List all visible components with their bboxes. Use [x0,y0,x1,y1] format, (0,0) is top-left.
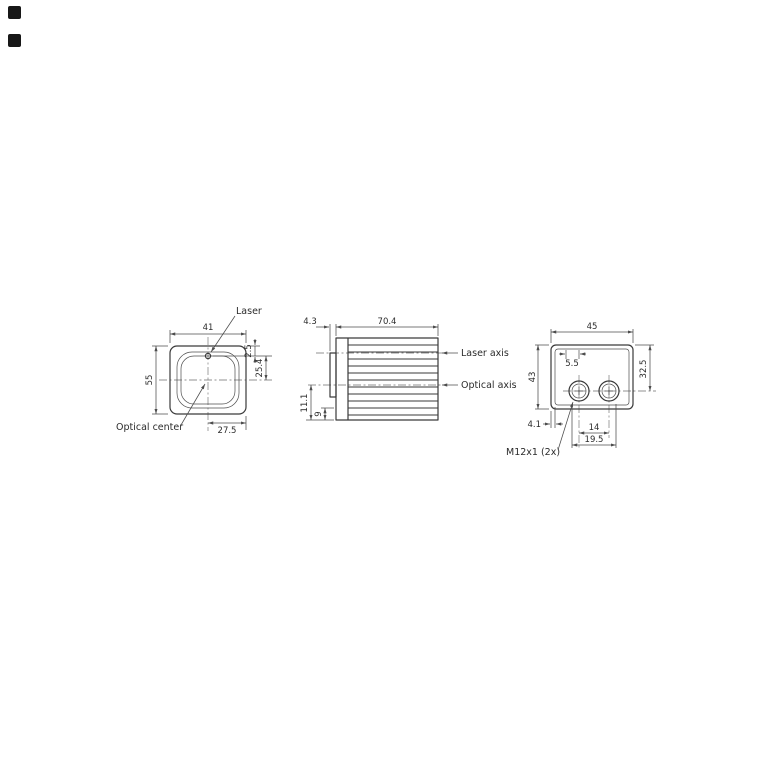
optical-axis-callout: Optical axis [442,380,517,391]
connector-inner-circle [571,383,587,399]
back-view: 5.5 45 43 32.5 4.1 14 [506,322,656,458]
optical-center-leader-line [180,383,206,426]
side-protrusion-dimension: 4.3 [303,317,331,351]
optical-center-callout: Optical center [116,383,206,433]
laser-axis-label: Laser axis [461,348,509,359]
decoration-square-1 [8,6,21,19]
side-view: 70.4 4.3 Laser axis Optical axis 11.1 9 [300,317,517,421]
back-connector-axis-dimension: 32.5 [635,344,654,391]
m12-connector-callout: M12x1 (2x) [506,401,574,458]
back-connector-span-dim-text: 19.5 [585,435,604,445]
optical-center-label: Optical center [116,422,183,433]
side-window-protrusion [329,352,337,398]
side-optical-axis-height-dimension: 11.1 [300,385,334,421]
laser-label: Laser [236,306,262,317]
front-view: 41 Laser 2.5 25.4 55 27.5 Op [116,306,272,436]
front-height-dim-text: 55 [145,375,155,386]
side-length-dimension: 70.4 [335,317,439,336]
back-connector-span-dimension: 19.5 [571,404,617,448]
connector-pin-cross [605,387,613,395]
back-width-dim-text: 45 [587,322,598,332]
side-length-dim-text: 70.4 [378,317,397,327]
laser-axis-callout: Laser axis [442,348,509,359]
m12-leader-line [557,401,574,451]
laser-callout: Laser [210,306,262,353]
laser-aperture [204,352,212,360]
decoration-square-2 [8,34,21,47]
optical-axis-label: Optical axis [461,380,517,391]
extension-lines [571,404,617,448]
front-window-inner-outline [180,355,236,405]
front-optical-center-dim-text: 27.5 [218,426,237,436]
back-connector-spacing-dim-text: 14 [589,423,600,433]
front-optical-center-dimension: 27.5 [208,416,247,436]
back-slot-dim-text: 5.5 [565,359,579,369]
back-edge-offset-dimension: 4.1 [527,407,563,430]
front-optical-offset-dimension: 25.4 [255,356,268,380]
corner-decoration [8,6,21,47]
slot-edge-lines [565,350,580,359]
side-bottom-step-dim-text: 9 [314,411,324,416]
connector-pin-cross [575,387,583,395]
front-body-outline [169,345,247,415]
back-height-dim-text: 43 [528,372,538,383]
back-body-outline [550,344,634,410]
m12-connector-2 [598,380,620,402]
extension-lines [169,330,247,343]
m12-connector-label: M12x1 (2x) [506,447,560,458]
connector-outer-circle [568,380,590,402]
cooling-fins [348,344,438,416]
connector-inner-circle [601,383,617,399]
m12-connector-1 [568,380,590,402]
front-width-dimension: 41 [169,323,247,343]
back-slot-dimension: 5.5 [559,350,586,369]
side-optical-axis-height-dim-text: 11.1 [300,394,310,413]
laser-leader-line [210,315,236,353]
back-width-dimension: 45 [550,322,634,343]
front-width-dim-text: 41 [203,323,214,333]
back-connector-axis-dim-text: 32.5 [639,360,649,379]
front-laser-offset-dimension: 2.5 [244,339,260,363]
back-height-dimension: 43 [528,344,549,410]
front-window-outline [176,351,240,409]
extension-lines [550,407,556,428]
back-inner-outline [554,348,630,406]
side-bottom-step-dimension: 9 [314,407,334,420]
front-optical-offset-dim-text: 25.4 [255,359,265,378]
front-height-dimension: 55 [145,345,168,415]
side-protrusion-dim-text: 4.3 [303,317,317,327]
back-edge-offset-dim-text: 4.1 [527,420,541,430]
connector-outer-circle [598,380,620,402]
back-connector-spacing-dimension: 14 [579,423,609,435]
front-laser-offset-dim-text: 2.5 [244,344,254,358]
